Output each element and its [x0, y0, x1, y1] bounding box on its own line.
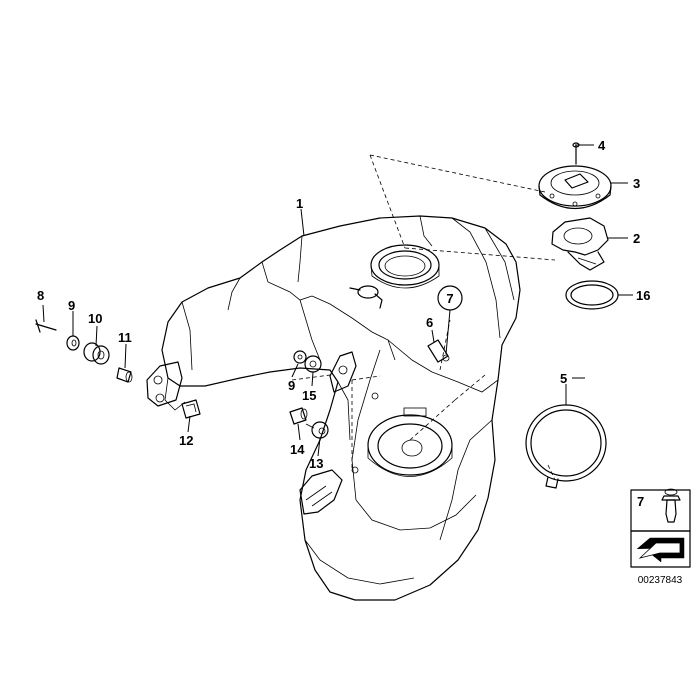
screw-part-8 [35, 319, 57, 333]
label-part-16: 16 [636, 288, 650, 303]
filler-cap [538, 165, 612, 210]
label-part-4: 4 [598, 138, 606, 153]
reference-code: 00237843 [638, 575, 683, 586]
label-part-6: 6 [426, 315, 433, 330]
grommet-part-15 [304, 355, 322, 373]
bushing-part-14 [289, 407, 308, 425]
leader-lines [42, 144, 633, 457]
label-part-9-top: 9 [68, 298, 75, 313]
label-part-15: 15 [302, 388, 316, 403]
label-part-12: 12 [179, 433, 193, 448]
bushing-part-11 [116, 367, 133, 383]
legend-box: 7 00237843 [630, 488, 691, 586]
nut-clip-part-12 [181, 399, 201, 419]
part-labels: 1 4 3 2 16 5 6 8 9 10 11 12 9 15 14 13 7 [37, 138, 650, 471]
label-part-5: 5 [560, 371, 567, 386]
label-part-9-mid: 9 [288, 378, 295, 393]
push-rivet-icon [661, 488, 681, 523]
label-part-7-callout: 7 [446, 291, 453, 306]
breather-valve [349, 285, 383, 309]
washer-part-9 [66, 335, 80, 351]
washer-part-9-mid [293, 350, 307, 364]
cap-screw [572, 142, 580, 165]
side-mount-bracket [329, 351, 357, 393]
legend-arrow-icon [636, 537, 685, 563]
label-part-11: 11 [118, 330, 132, 345]
seal-ring [565, 280, 619, 310]
legend-part-number: 7 [637, 494, 644, 509]
filler-flange [551, 217, 609, 271]
label-part-10: 10 [88, 311, 102, 326]
rear-mount-bracket [146, 361, 183, 407]
label-part-13: 13 [309, 456, 323, 471]
label-part-14: 14 [290, 442, 305, 457]
callout-circle-7 [437, 285, 463, 311]
rubber-mount-part-10 [83, 342, 110, 365]
clamp-ring [525, 404, 607, 489]
label-part-8: 8 [37, 288, 44, 303]
label-part-3: 3 [633, 176, 640, 191]
clip-part-6 [427, 339, 450, 363]
label-part-1: 1 [296, 196, 303, 211]
front-mount-bracket [299, 469, 343, 515]
fuel-tank-body [146, 215, 521, 601]
label-part-2: 2 [633, 231, 640, 246]
